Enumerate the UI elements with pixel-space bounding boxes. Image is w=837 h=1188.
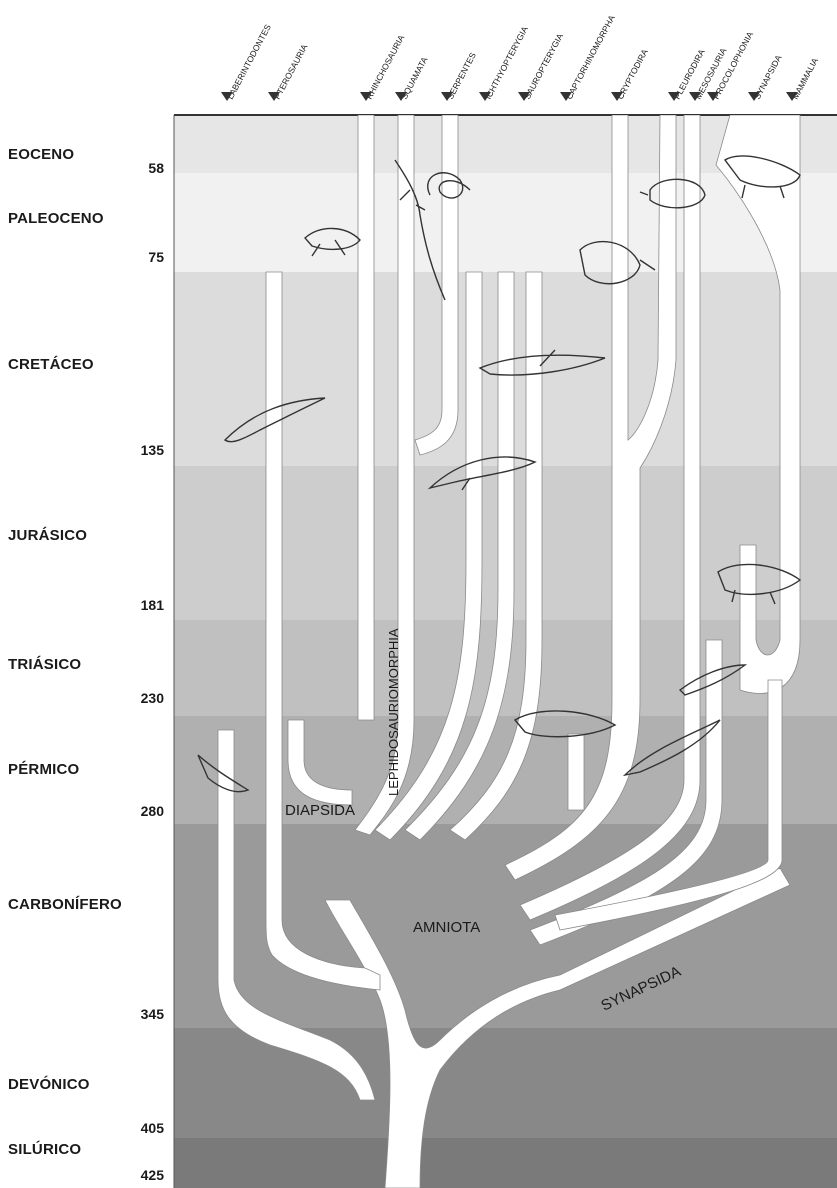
lineage-label: SAUROPTERYGIA [522, 31, 565, 100]
branch-inner-u [568, 734, 584, 810]
lineage-label: CAPTORHINOMORPHA [564, 13, 617, 101]
lineage-labels: LABERINTODONTES PTEROSAURIA RHINCHOSAURI… [221, 13, 820, 101]
clade-label-lephidosauriomorphia: LEPHIDOSAURIOMORPHIA [386, 628, 401, 796]
clade-label-amniota: AMNIOTA [413, 919, 480, 936]
lineage-label: ICHTHYOPTERYGIA [483, 24, 530, 101]
branch-rhinchosauria [358, 115, 374, 720]
lineage-label: RHINCHOSAURIA [364, 33, 406, 101]
band-silurico [174, 1138, 837, 1188]
lineage-label: LABERINTODONTES [225, 22, 273, 101]
clade-label-diapsida: DIAPSIDA [285, 802, 355, 819]
